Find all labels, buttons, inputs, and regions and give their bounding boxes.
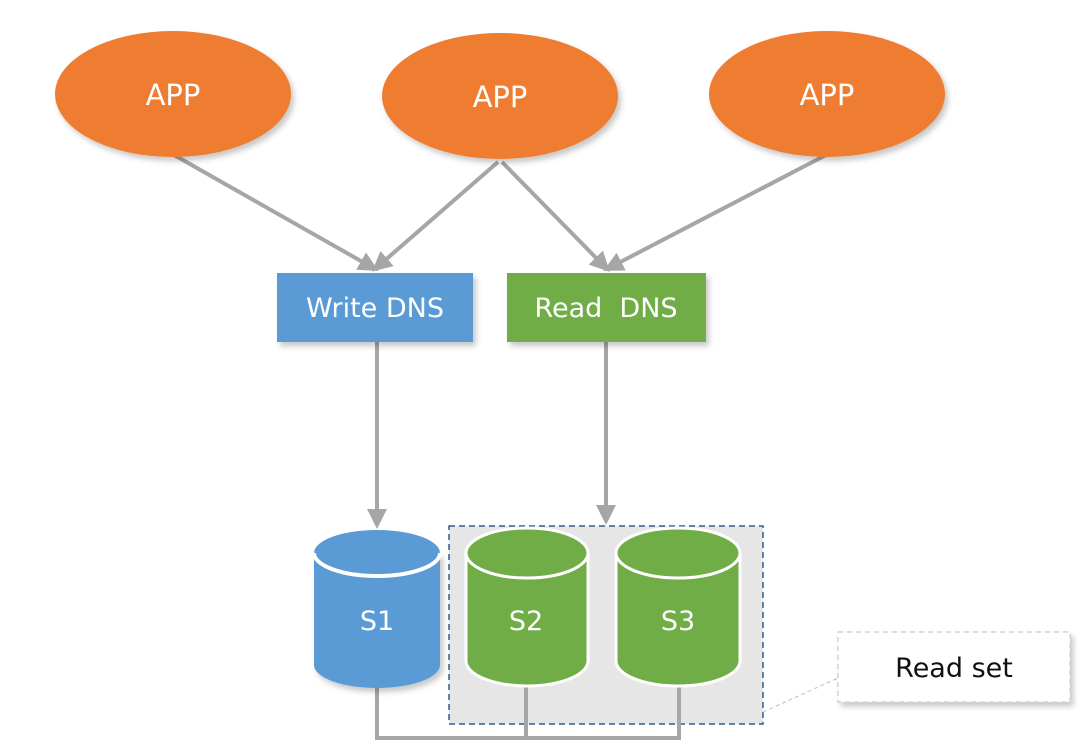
write-dns-node: Write DNS — [277, 273, 473, 342]
read-set-callout: Read set — [837, 631, 1071, 703]
app-to-dns-arrows — [173, 153, 827, 272]
replication-bus — [375, 686, 681, 740]
read-dns-node: Read DNS — [507, 273, 706, 342]
server-s1: S1 — [312, 530, 442, 688]
app-node-3: APP — [709, 31, 945, 157]
arrow-app2-write — [371, 160, 500, 272]
app-node-2: APP — [382, 33, 618, 159]
read-set-label: Read set — [895, 653, 1013, 684]
app-label: APP — [800, 78, 855, 112]
callout-connector — [762, 677, 839, 713]
arrow-app1-write — [173, 153, 379, 271]
server-s3: S3 — [614, 526, 742, 688]
server-s1-label: S1 — [360, 606, 394, 637]
app-label: APP — [473, 80, 528, 114]
write-dns-label: Write DNS — [306, 293, 444, 324]
arrow-app2-read — [500, 160, 610, 272]
server-s2: S2 — [464, 526, 590, 688]
arrow-app3-read — [603, 153, 827, 271]
app-node-1: APP — [55, 31, 291, 157]
server-s3-label: S3 — [661, 606, 695, 637]
app-label: APP — [146, 78, 201, 112]
dns-to-server-arrows — [367, 342, 616, 529]
read-dns-label: Read DNS — [534, 293, 677, 324]
server-s2-label: S2 — [509, 606, 543, 637]
